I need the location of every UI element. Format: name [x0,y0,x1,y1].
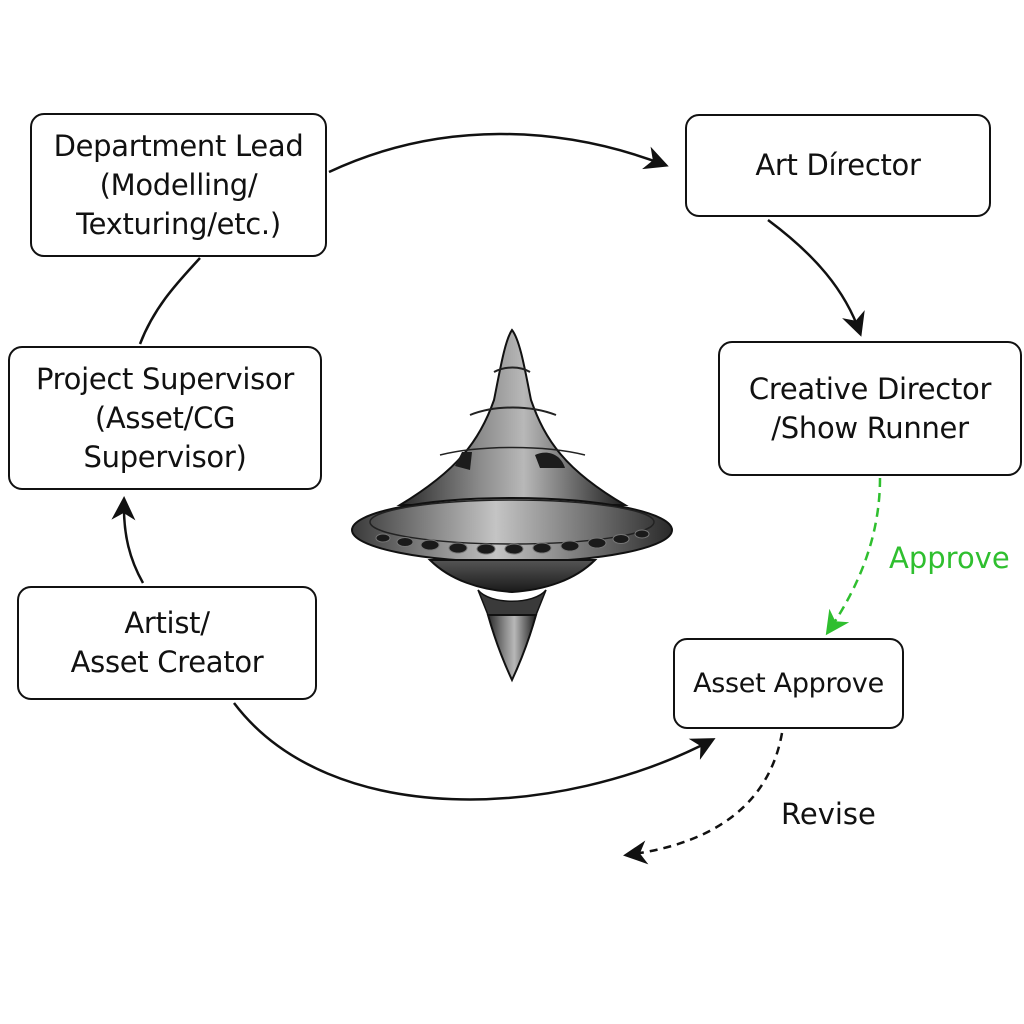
arrow-artist-to-projectsupervisor [111,496,145,584]
spaceship-illustration [351,328,673,683]
node-label: Creative Director /Show Runner [748,371,992,445]
node-project-supervisor: Project Supervisor (Asset/CG Supervisor) [8,346,322,490]
arrow-assetapprove-revise [623,732,784,865]
node-artist-asset-creator: Artist/ Asset Creator [17,586,317,700]
arrow-deptlead-to-artdirector [328,132,669,174]
revise-edge-label: Revise [781,797,876,831]
arrow-artdirector-to-creativedirector [767,218,865,337]
node-art-director: Art Dírector [685,114,991,217]
node-creative-director: Creative Director /Show Runner [718,341,1022,476]
node-label: Department Lead (Modelling/ Texturing/et… [53,128,304,241]
node-label: Project Supervisor (Asset/CG Supervisor) [36,361,294,474]
arrow-creativedirector-to-assetapprove [825,477,882,636]
node-label: Asset Approve [693,667,884,699]
node-department-lead: Department Lead (Modelling/ Texturing/et… [30,113,327,257]
line-projectsupervisor-to-deptlead [138,257,201,345]
node-label: Artist/ Asset Creator [70,606,264,679]
approve-edge-label: Approve [889,541,1010,575]
node-label: Art Dírector [755,148,921,182]
node-asset-approve: Asset Approve [673,638,904,729]
arrow-artist-to-assetapprove [233,702,716,801]
